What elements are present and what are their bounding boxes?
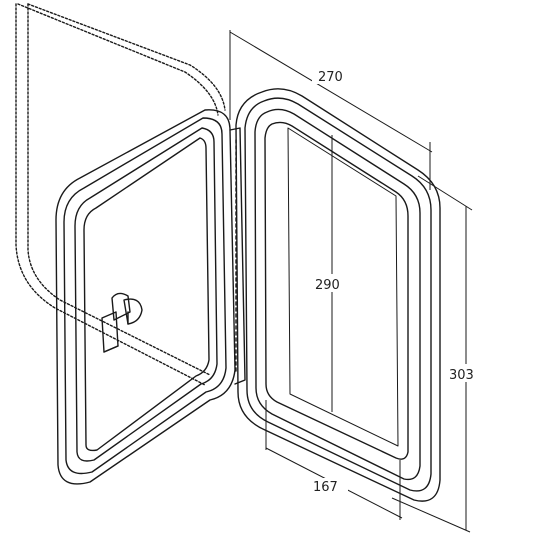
door-frame-2: [63, 117, 227, 475]
wall-outline-dotted: [27, 3, 211, 376]
dim-303-ext-top: [417, 175, 473, 211]
hinge: [229, 127, 246, 385]
wall-top-dotted: [27, 3, 226, 111]
frame-outer: [235, 88, 441, 502]
door-outer-frame: [55, 109, 236, 485]
wall-top-inner-dotted: [17, 3, 219, 116]
frame-opening-inner: [287, 127, 399, 447]
dim-label-290: 290: [315, 278, 340, 293]
door-inner-panel: [83, 137, 210, 452]
dim-270-line: [229, 31, 433, 153]
wall-inner-dotted: [15, 3, 206, 386]
frame-3: [254, 108, 421, 481]
door-frame-3: [74, 127, 218, 462]
dim-303-ext-bottom: [391, 497, 471, 533]
frame-2: [244, 97, 432, 492]
latch-icon[interactable]: [101, 292, 143, 353]
dim-label-303: 303: [449, 368, 474, 383]
dim-label-270: 270: [318, 70, 343, 85]
dim-label-167: 167: [313, 480, 338, 495]
frame-opening: [264, 121, 409, 460]
